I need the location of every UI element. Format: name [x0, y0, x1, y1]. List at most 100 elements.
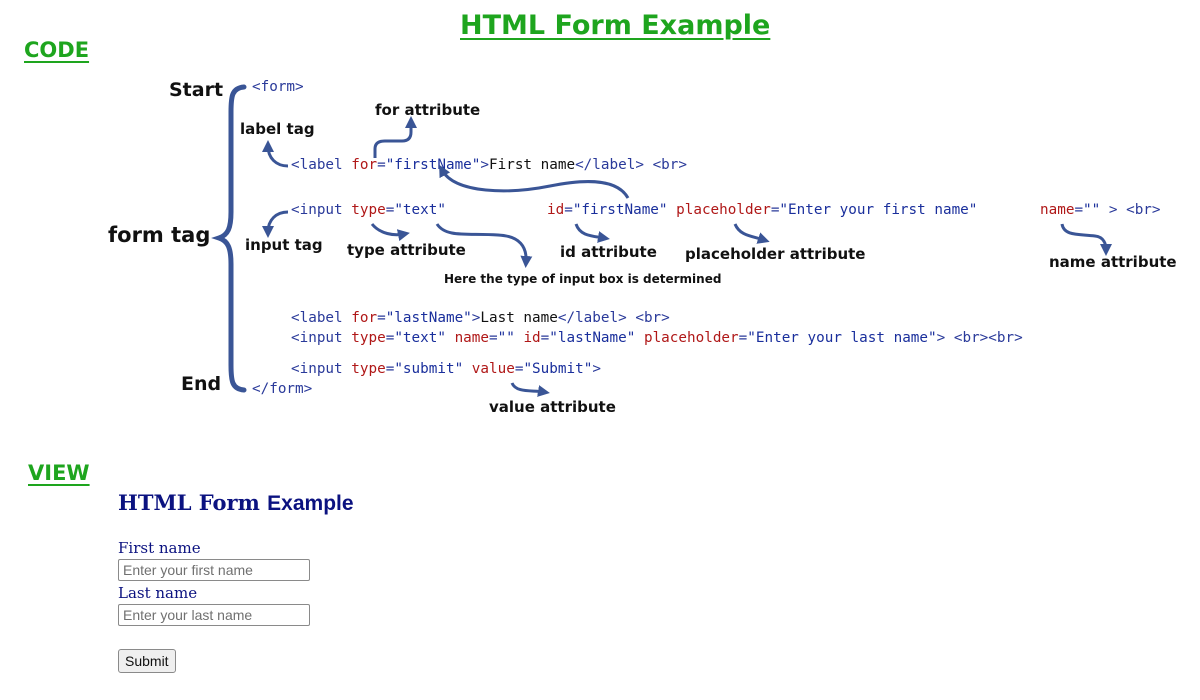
annotation-type-note: Here the type of input box is determined	[444, 272, 722, 286]
first-name-input[interactable]	[118, 559, 310, 581]
value-attribute-arrow-icon	[510, 382, 550, 397]
eq-token: =	[738, 330, 748, 346]
label-end-token: </label>	[557, 310, 627, 326]
input-open-token: <input	[291, 202, 352, 218]
code-line-label-first: <label for="firstName">First name</label…	[291, 157, 687, 173]
last-name-input[interactable]	[118, 604, 310, 626]
annotation-id-attribute: id attribute	[560, 243, 657, 261]
annotation-for-attribute: for attribute	[375, 101, 481, 119]
code-form-close: </form>	[252, 381, 312, 397]
type-attr-token: type	[351, 361, 386, 377]
code-input-name-first: name="" > <br>	[1040, 202, 1161, 218]
last-name-id-value-token: "lastName"	[549, 330, 636, 346]
label-open-token: <label	[291, 310, 352, 326]
label-gt-token: >	[471, 310, 481, 326]
input-tag-arrow-icon	[262, 210, 289, 238]
close-gt-token: >	[936, 330, 946, 346]
code-line-label-last: <label for="lastName">Last name</label> …	[291, 310, 670, 326]
type-note-arrow-icon	[435, 223, 533, 268]
form-open-tag: <form>	[252, 79, 304, 95]
form-tag-label: form tag	[108, 223, 211, 247]
eq-token: =	[540, 330, 550, 346]
view-heading: VIEW	[28, 461, 90, 485]
placeholder-attribute-arrow-icon	[733, 223, 770, 244]
first-name-label: First name	[118, 539, 201, 557]
name-attribute-arrow-icon	[1060, 223, 1112, 256]
close-gt-token: >	[592, 361, 601, 377]
submit-button[interactable]: Submit	[118, 649, 176, 673]
code-line-input-last: <input type="text" name="" id="lastName"…	[291, 330, 1023, 346]
id-attr-token: id	[547, 202, 565, 218]
start-label: Start	[169, 79, 224, 101]
type-attr-token: type	[351, 202, 386, 218]
label-end-token: </label>	[575, 157, 644, 173]
submit-type-value-token: "submit"	[394, 361, 464, 377]
label-tag-arrow-icon	[262, 140, 289, 168]
eq-token: =	[1074, 202, 1084, 218]
label-gt-token: >	[480, 157, 489, 173]
id-attr-token: id	[523, 330, 541, 346]
placeholder-last-value-token: "Enter your last name"	[747, 330, 937, 346]
annotation-placeholder-attribute: placeholder attribute	[685, 245, 866, 263]
view-heading-part1: HTML Form	[118, 490, 260, 515]
type-attribute-arrow-icon	[370, 222, 410, 242]
code-input-attrs-first: id="firstName" placeholder="Enter your f…	[547, 202, 977, 218]
annotation-value-attribute: value attribute	[489, 398, 616, 416]
placeholder-first-value-token: "Enter your first name"	[779, 202, 978, 218]
brbr-token: <br><br>	[953, 330, 1023, 346]
text-value-token: "text"	[394, 330, 446, 346]
placeholder-attr-token: placeholder	[676, 202, 771, 218]
br-token: <br>	[1126, 202, 1161, 218]
value-attr-token: value	[471, 361, 515, 377]
view-form-heading: HTML Form Example	[118, 490, 354, 516]
id-attribute-arrow-icon	[574, 223, 610, 243]
empty-value-token: ""	[497, 330, 515, 346]
eq-token: =	[385, 330, 395, 346]
submit-value-token: "Submit"	[523, 361, 593, 377]
name-attr-token: name	[454, 330, 490, 346]
annotation-input-tag: input tag	[245, 236, 323, 254]
end-label: End	[181, 373, 222, 395]
last-name-text-token: Last name	[480, 310, 558, 326]
view-heading-part2: Example	[267, 492, 354, 515]
eq-token: =	[770, 202, 780, 218]
gt-token: >	[1108, 202, 1118, 218]
input-open-token: <input	[291, 361, 352, 377]
text-value-token: "text"	[394, 202, 446, 218]
eq-token: =	[385, 202, 395, 218]
form-close-tag: </form>	[252, 381, 313, 397]
eq-token: =	[377, 157, 386, 173]
page-title: HTML Form Example	[460, 10, 771, 41]
first-name-link-arrow-icon	[439, 164, 630, 199]
code-line-submit: <input type="submit" value="Submit">	[291, 361, 601, 377]
last-name-value-token: "lastName"	[385, 310, 472, 326]
form-brace-icon	[211, 84, 247, 393]
code-input-open-first: <input type="text"	[291, 202, 446, 218]
last-name-label: Last name	[118, 584, 198, 602]
first-name-text-token: First name	[489, 157, 576, 173]
code-heading: CODE	[24, 38, 90, 62]
name-attr-token: name	[1040, 202, 1075, 218]
for-attribute-arrow-icon	[373, 116, 417, 158]
empty-value-token: ""	[1083, 202, 1101, 218]
label-open-token: <label	[291, 157, 352, 173]
for-attr-token: for	[351, 310, 378, 326]
for-attr-token: for	[351, 157, 378, 173]
eq-token: =	[377, 310, 386, 326]
annotation-label-tag: label tag	[240, 120, 315, 138]
eq-token: =	[385, 361, 395, 377]
placeholder-attr-token: placeholder	[643, 330, 739, 346]
code-form-open: <form>	[252, 79, 304, 95]
eq-token: =	[489, 330, 498, 346]
annotation-name-attribute: name attribute	[1049, 253, 1177, 271]
annotation-type-attribute: type attribute	[347, 241, 466, 259]
input-open-token: <input	[291, 330, 352, 346]
first-name-value-token: "firstName"	[385, 157, 481, 173]
eq-token: =	[564, 202, 573, 218]
type-attr-token: type	[351, 330, 386, 346]
br-token: <br>	[635, 310, 670, 326]
first-name-id-value-token: "firstName"	[572, 202, 668, 218]
eq-token: =	[514, 361, 524, 377]
br-token: <br>	[652, 157, 687, 173]
